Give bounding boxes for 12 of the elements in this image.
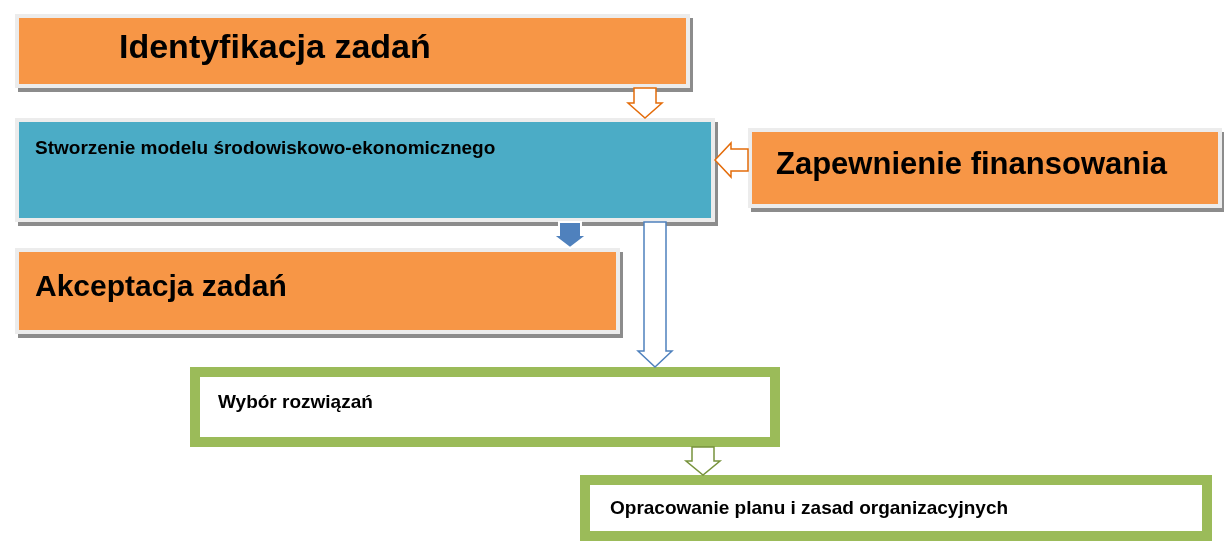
block-arrow xyxy=(626,87,664,119)
box-label: Identyfikacja zadań xyxy=(119,26,431,66)
block-arrow xyxy=(636,221,674,369)
block-arrow xyxy=(713,141,749,179)
box-label: Wybór rozwiązań xyxy=(218,391,373,413)
box-label: Stworzenie modelu środowiskowo-ekonomicznego xyxy=(35,137,496,159)
box-label: Akceptacja zadań xyxy=(35,269,287,303)
box-label: Opracowanie planu i zasad organizacyjnych xyxy=(610,497,1009,519)
process-box xyxy=(190,367,780,447)
box-label: Zapewnienie finansowania xyxy=(776,146,1168,182)
block-arrow xyxy=(683,446,723,476)
process-box xyxy=(580,475,1212,541)
